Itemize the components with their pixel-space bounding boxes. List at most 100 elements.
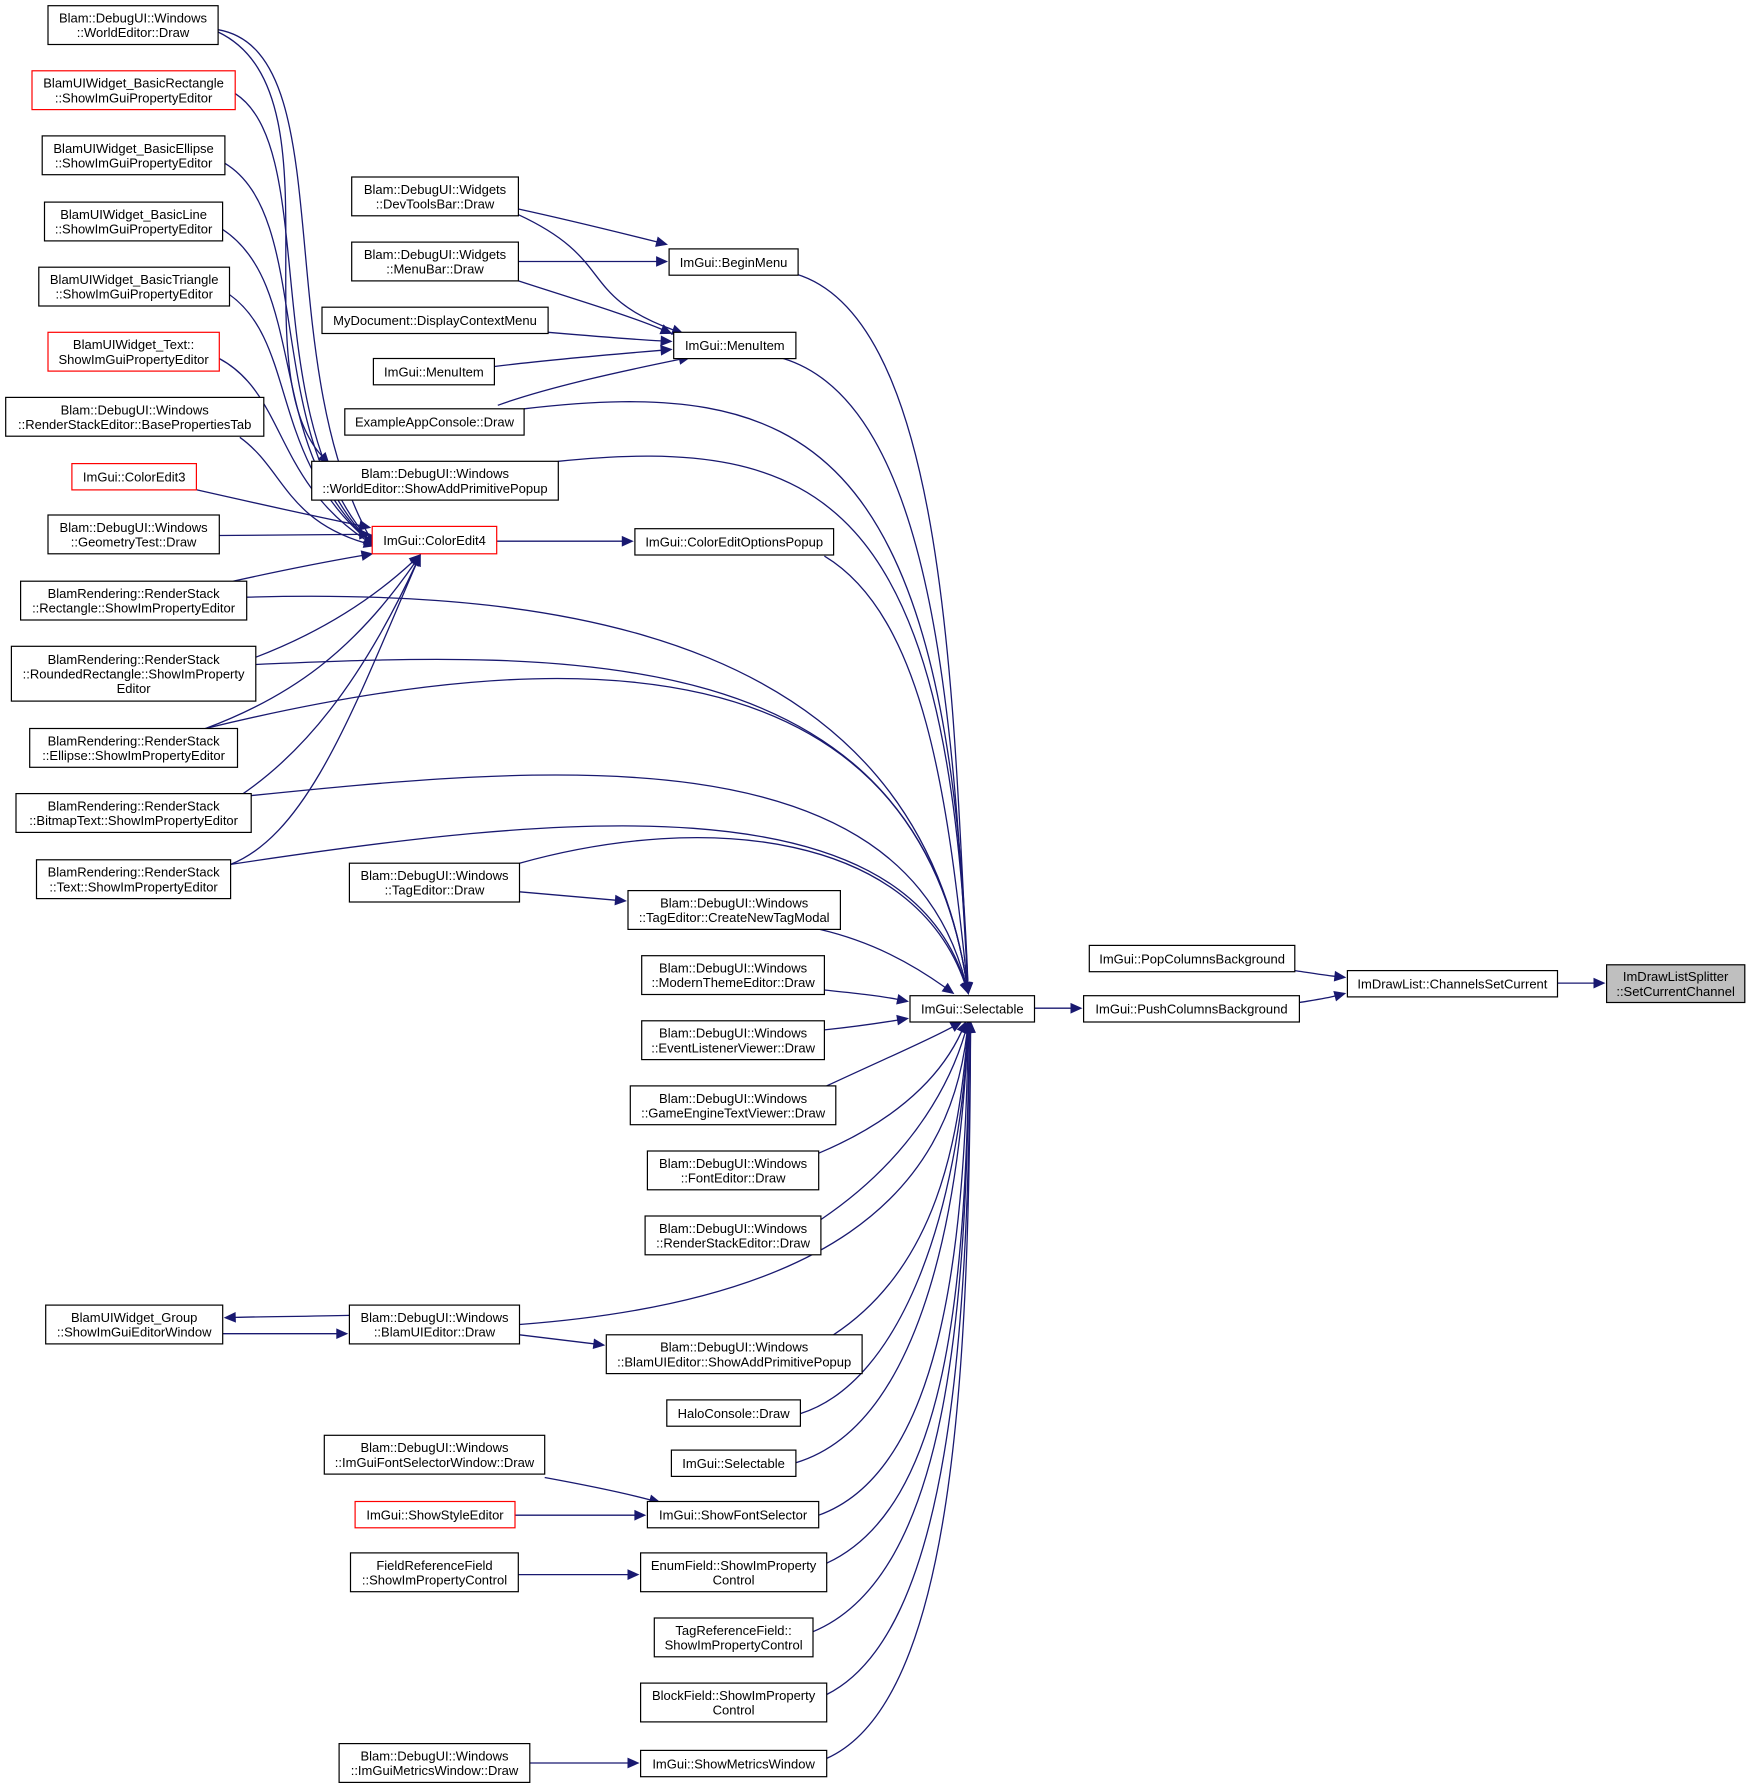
node-box[interactable]	[639, 1552, 828, 1593]
node-setcur[interactable]: ImDrawListSplitter::SetCurrentChannel	[1605, 964, 1746, 1004]
node-box[interactable]	[351, 241, 520, 282]
node-mydoc[interactable]: MyDocument::DisplayContextMenu	[321, 306, 549, 335]
node-box[interactable]	[371, 525, 498, 555]
node-rsedit[interactable]: Blam::DebugUI::Windows::RenderStackEdito…	[644, 1215, 822, 1256]
node-box[interactable]	[1088, 944, 1296, 973]
node-box[interactable]	[344, 408, 525, 436]
node-wedraw[interactable]: Blam::DebugUI::Windows::WorldEditor::Dra…	[47, 5, 219, 46]
node-fieldref[interactable]: FieldReferenceField::ShowImPropertyContr…	[349, 1552, 519, 1593]
node-chanset[interactable]: ImDrawList::ChannelsSetCurrent	[1346, 969, 1559, 998]
node-box[interactable]	[348, 1304, 521, 1345]
node-coloredit3[interactable]: ImGui::ColorEdit3	[71, 463, 198, 491]
node-box[interactable]	[10, 645, 257, 702]
node-box[interactable]	[15, 792, 252, 833]
node-box[interactable]	[5, 396, 265, 437]
node-newtag[interactable]: Blam::DebugUI::Windows::TagEditor::Creat…	[627, 889, 841, 930]
node-blockfield[interactable]: BlockField::ShowImPropertyControl	[639, 1682, 828, 1723]
node-tagedit[interactable]: Blam::DebugUI::Windows::TagEditor::Draw	[348, 862, 521, 903]
node-box[interactable]	[629, 1085, 837, 1126]
node-uiaddprim[interactable]: Blam::DebugUI::Windows::BlamUIEditor::Sh…	[605, 1334, 863, 1375]
node-tagref[interactable]: TagReferenceField::ShowImPropertyControl	[653, 1617, 814, 1658]
node-box[interactable]	[639, 1749, 828, 1778]
node-selectable[interactable]: ImGui::Selectable	[909, 995, 1036, 1023]
node-metricswin[interactable]: Blam::DebugUI::Windows::ImGuiMetricsWind…	[338, 1742, 531, 1783]
node-devtools[interactable]: Blam::DebugUI::Widgets::DevToolsBar::Dra…	[351, 176, 520, 217]
node-box[interactable]	[653, 1617, 814, 1658]
node-box[interactable]	[666, 1399, 801, 1427]
node-uiedit[interactable]: Blam::DebugUI::Windows::BlamUIEditor::Dr…	[348, 1304, 521, 1345]
node-gametext[interactable]: Blam::DebugUI::Windows::GameEngineTextVi…	[629, 1085, 837, 1126]
node-box[interactable]	[909, 995, 1036, 1023]
node-box[interactable]	[29, 727, 239, 768]
node-fontsel[interactable]: ImGui::ShowFontSelector	[646, 1500, 820, 1529]
node-basicellipse[interactable]: BlamUIWidget_BasicEllipse::ShowImGuiProp…	[41, 135, 226, 176]
node-uigroup[interactable]: BlamUIWidget_Group::ShowImGuiEditorWindo…	[45, 1304, 224, 1345]
node-evlisten[interactable]: Blam::DebugUI::Windows::EventListenerVie…	[641, 1020, 826, 1061]
node-box[interactable]	[47, 5, 219, 46]
node-selectable2[interactable]: ImGui::Selectable	[670, 1449, 797, 1477]
node-box[interactable]	[338, 1742, 531, 1783]
node-basicrect[interactable]: BlamUIWidget_BasicRectangle::ShowImGuiPr…	[31, 70, 236, 111]
node-box[interactable]	[646, 1150, 820, 1191]
node-box[interactable]	[627, 889, 841, 930]
node-box[interactable]	[31, 70, 236, 111]
node-box[interactable]	[1082, 995, 1300, 1023]
node-rsbaseprop[interactable]: Blam::DebugUI::Windows::RenderStackEdito…	[5, 396, 265, 437]
node-box[interactable]	[641, 955, 826, 996]
node-box[interactable]	[41, 135, 226, 176]
node-box[interactable]	[71, 463, 198, 491]
node-box[interactable]	[641, 1020, 826, 1061]
node-box[interactable]	[670, 1449, 797, 1477]
node-box[interactable]	[349, 1552, 519, 1593]
node-box[interactable]	[323, 1434, 546, 1475]
node-text[interactable]: BlamUIWidget_Text::ShowImGuiPropertyEdit…	[47, 331, 220, 372]
node-fontselwin[interactable]: Blam::DebugUI::Windows::ImGuiFontSelecto…	[323, 1434, 546, 1475]
node-basicline[interactable]: BlamUIWidget_BasicLine::ShowImGuiPropert…	[43, 201, 224, 242]
node-geomtest[interactable]: Blam::DebugUI::Windows::GeometryTest::Dr…	[47, 514, 220, 555]
node-box[interactable]	[646, 1500, 820, 1529]
node-rstext[interactable]: BlamRendering::RenderStack::Text::ShowIm…	[35, 859, 232, 900]
node-styleed[interactable]: ImGui::ShowStyleEditor	[354, 1500, 516, 1529]
node-popcol[interactable]: ImGui::PopColumnsBackground	[1088, 944, 1296, 973]
node-box[interactable]	[1605, 964, 1746, 1004]
node-box[interactable]	[372, 357, 495, 386]
node-box[interactable]	[673, 331, 797, 360]
node-halo[interactable]: HaloConsole::Draw	[666, 1399, 801, 1427]
node-enumfield[interactable]: EnumField::ShowImPropertyControl	[639, 1552, 828, 1593]
node-coloreditopt[interactable]: ImGui::ColorEditOptionsPopup	[634, 528, 835, 556]
node-menubar[interactable]: Blam::DebugUI::Widgets::MenuBar::Draw	[351, 241, 520, 282]
node-showmetrics[interactable]: ImGui::ShowMetricsWindow	[639, 1749, 828, 1778]
node-menuitem2[interactable]: ImGui::MenuItem	[372, 357, 495, 386]
node-rsrect[interactable]: BlamRendering::RenderStack::Rectangle::S…	[20, 580, 248, 621]
node-pushcol[interactable]: ImGui::PushColumnsBackground	[1082, 995, 1300, 1023]
node-weaddprim[interactable]: Blam::DebugUI::Windows::WorldEditor::Sho…	[311, 460, 559, 501]
node-rsellipse[interactable]: BlamRendering::RenderStack::Ellipse::Sho…	[29, 727, 239, 768]
node-box[interactable]	[668, 248, 799, 276]
node-basictri[interactable]: BlamUIWidget_BasicTriangle::ShowImGuiPro…	[38, 266, 231, 307]
node-box[interactable]	[321, 306, 549, 335]
node-box[interactable]	[45, 1304, 224, 1345]
node-box[interactable]	[639, 1682, 828, 1723]
node-rsround[interactable]: BlamRendering::RenderStack::RoundedRecta…	[10, 645, 257, 702]
node-box[interactable]	[47, 331, 220, 372]
node-box[interactable]	[351, 176, 520, 217]
node-box[interactable]	[47, 514, 220, 555]
node-beginmenu[interactable]: ImGui::BeginMenu	[668, 248, 799, 276]
node-exconsole[interactable]: ExampleAppConsole::Draw	[344, 408, 525, 436]
node-coloredit4[interactable]: ImGui::ColorEdit4	[371, 525, 498, 555]
node-box[interactable]	[644, 1215, 822, 1256]
node-box[interactable]	[43, 201, 224, 242]
node-menuitem[interactable]: ImGui::MenuItem	[673, 331, 797, 360]
node-rsbitmap[interactable]: BlamRendering::RenderStack::BitmapText::…	[15, 792, 252, 833]
node-fonted[interactable]: Blam::DebugUI::Windows::FontEditor::Draw	[646, 1150, 820, 1191]
node-modern[interactable]: Blam::DebugUI::Windows::ModernThemeEdito…	[641, 955, 826, 996]
node-box[interactable]	[634, 528, 835, 556]
node-box[interactable]	[1346, 969, 1559, 998]
node-box[interactable]	[605, 1334, 863, 1375]
node-box[interactable]	[20, 580, 248, 621]
node-box[interactable]	[38, 266, 231, 307]
node-box[interactable]	[354, 1500, 516, 1529]
node-box[interactable]	[35, 859, 232, 900]
node-box[interactable]	[311, 460, 559, 501]
node-box[interactable]	[348, 862, 521, 903]
